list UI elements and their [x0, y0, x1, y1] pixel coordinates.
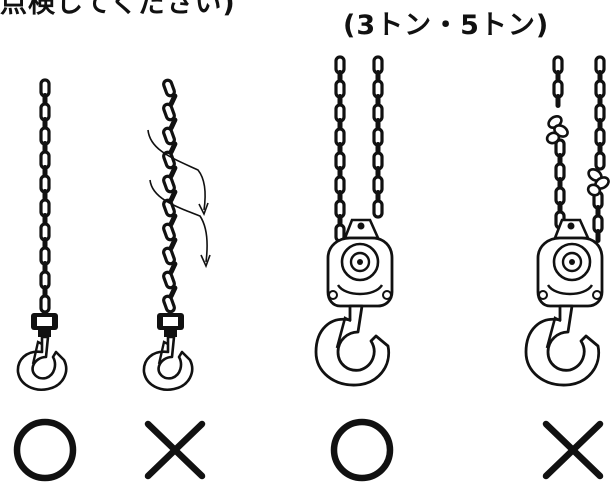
- chain-link: [372, 199, 384, 219]
- chain-link: [162, 270, 176, 290]
- chain-link: [168, 237, 178, 251]
- chain-double-tangled: [552, 55, 606, 243]
- verdict-marks: [13, 418, 604, 482]
- hoist-small-straight: [16, 78, 68, 391]
- chain-link: [162, 222, 176, 242]
- chain-link: [168, 213, 178, 227]
- chain-link: [555, 94, 561, 108]
- chain-link: [162, 294, 176, 314]
- chain-link: [162, 126, 176, 146]
- chain-link: [162, 174, 176, 194]
- verdict-ok-2: [330, 418, 394, 482]
- chain-link: [168, 285, 178, 299]
- chain-link: [595, 229, 601, 243]
- chain-link: [168, 93, 178, 107]
- chain-link: [168, 141, 178, 155]
- chain-twisted: [162, 78, 178, 314]
- chain-link: [162, 246, 176, 266]
- verdict-ng-2: [542, 420, 604, 480]
- chain-double-straight: [334, 55, 384, 243]
- verdict-ok-1: [13, 418, 77, 482]
- hoist-large-correct: [314, 55, 394, 387]
- chain-link: [168, 189, 178, 203]
- chain-link: [168, 261, 178, 275]
- chain-link: [162, 102, 176, 122]
- chain-link: [594, 151, 606, 171]
- chain-straight: [39, 78, 51, 314]
- hoist-large-tangled: [524, 55, 610, 387]
- chain-link: [168, 165, 178, 179]
- chain-link: [162, 78, 176, 98]
- top-right-caption: (3トン・5トン): [343, 10, 550, 41]
- verdict-ng-1: [144, 420, 206, 480]
- top-left-caption: 点検してください): [0, 0, 236, 19]
- chain-link: [39, 294, 51, 314]
- chain-link: [168, 117, 178, 131]
- hoist-small-twisted: [142, 78, 211, 391]
